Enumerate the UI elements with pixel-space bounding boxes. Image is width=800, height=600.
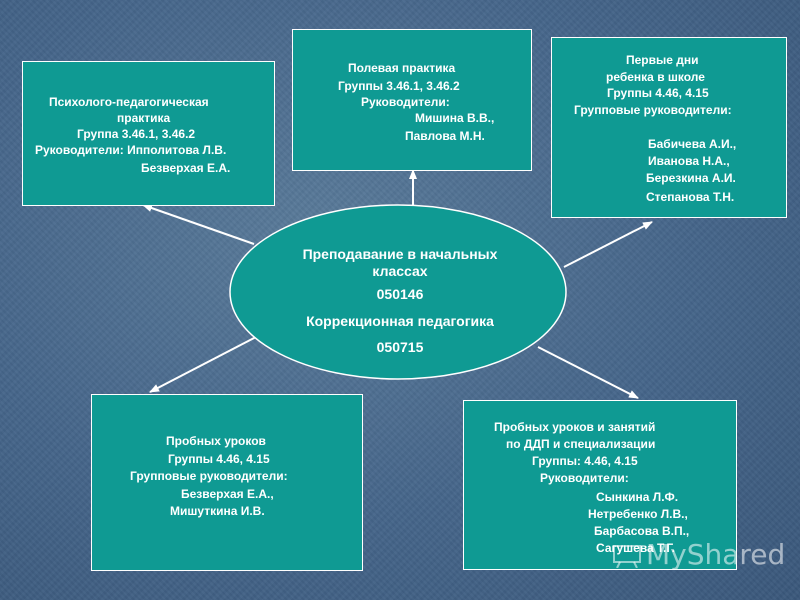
center-subtitle: Коррекционная педагогика [306,313,494,329]
trialddp-line-2: по ДДП и специализации [506,437,656,451]
trial-line-5: Мишуткина И.В. [170,504,265,518]
field-line-5: Павлова М.Н. [405,129,485,143]
firstdays-line-8: Степанова Т.Н. [646,190,735,204]
firstdays-line-2: ребенка в школе [606,70,705,84]
trialddp-line-7: Барбасова В.П., [594,524,690,538]
center-code2: 050715 [376,339,424,355]
trial-line-4: Безверхая Е.А., [181,487,274,501]
center-node: Преподавание в начальных классах 050146 … [232,246,568,356]
trialddp-line-4: Руководители: [540,471,629,485]
box-psych-practice: Психолого-педагогическая практика Группа… [22,61,275,206]
firstdays-line-6: Иванова Н.А., [648,154,730,168]
firstdays-line-5: Бабичева А.И., [648,137,737,151]
watermark-text: MyShared [646,538,786,571]
trialddp-line-3: Группы: 4.46, 4.15 [532,454,638,468]
psych-line-3: Группа 3.46.1, 3.46.2 [77,127,196,141]
trial-line-3: Групповые руководители: [130,469,288,483]
trial-line-2: Группы 4.46, 4.15 [168,452,270,466]
box-trial-ddp: Пробных уроков и занятий по ДДП и специа… [463,400,737,570]
arrow-to-psych [142,204,255,245]
center-code1: 050146 [376,286,424,302]
presentation-icon [613,545,641,568]
arrow-to-firstdays [563,221,653,268]
trialddp-line-1: Пробных уроков и занятий [494,420,656,434]
field-line-4: Мишина В.В., [415,111,495,125]
firstdays-line-4: Групповые руководители: [574,103,732,117]
firstdays-line-1: Первые дни [626,53,699,67]
field-line-3: Руководители: [361,95,450,109]
firstdays-line-7: Березкина А.И. [646,171,736,185]
psych-line-5: Безверхая Е.А. [141,161,231,175]
center-ellipse [229,204,567,380]
watermark-logo: MyShared [646,538,785,571]
psych-line-1: Психолого-педагогическая [49,95,209,109]
box-field-practice: Полевая практика Группы 3.46.1, 3.46.2 Р… [292,29,532,171]
trialddp-line-8: Сагушева Т.Г. [596,541,676,555]
trialddp-line-6: Нетребенко Л.В., [588,507,688,521]
psych-line-4: Руководители: Ипполитова Л.В. [35,143,227,157]
field-line-2: Группы 3.46.1, 3.46.2 [338,79,460,93]
box-first-days: Первые дни ребенка в школе Группы 4.46, … [551,37,787,218]
firstdays-line-3: Группы 4.46, 4.15 [607,86,709,100]
arrow-to-trial [149,336,257,393]
arrow-to-trial-ddp [537,346,639,399]
box-trial-lessons: Пробных уроков Группы 4.46, 4.15 Группов… [91,394,363,571]
center-title-line2: классах [372,263,428,279]
trial-line-1: Пробных уроков [166,434,266,448]
center-title-line1: Преподавание в начальных [302,246,498,262]
psych-line-2: практика [117,111,171,125]
field-line-1: Полевая практика [348,61,456,75]
trialddp-line-5: Сынкина Л.Ф. [596,490,679,504]
